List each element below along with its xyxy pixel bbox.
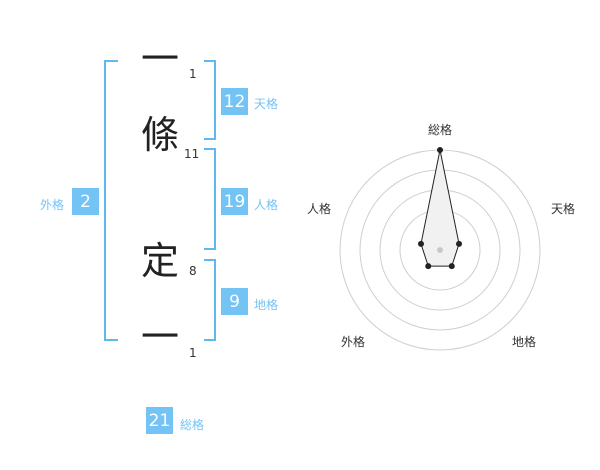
jinkaku-bracket	[204, 148, 216, 250]
chikaku-bracket	[204, 259, 216, 341]
radar-points	[417, 147, 463, 270]
name-char-2: 條	[141, 113, 180, 157]
radar-polygon	[420, 149, 460, 267]
radar-point-3	[448, 263, 455, 270]
soukaku-label: 総格	[180, 418, 205, 432]
chikaku-value: 9	[221, 288, 248, 315]
tenkaku-label: 天格	[254, 97, 279, 111]
name-char-3: 定	[141, 239, 180, 283]
gaikaku-value: 2	[72, 188, 99, 215]
soukaku-value: 21	[146, 407, 173, 434]
name-char-2-strokes: 11	[184, 147, 200, 161]
radar-label-tenkaku: 天格	[551, 201, 575, 216]
jinkaku-label: 人格	[254, 198, 279, 212]
radar-point-5	[417, 240, 424, 247]
radar-label-soukaku: 総格	[428, 122, 452, 137]
name-char-1: 一	[141, 37, 180, 81]
name-char-1-strokes: 1	[189, 67, 197, 81]
radar-center-dot	[437, 247, 443, 253]
radar-label-chikaku: 地格	[512, 334, 536, 349]
chikaku-label: 地格	[254, 298, 279, 312]
radar-point-1	[437, 147, 443, 153]
tenkaku-bracket	[204, 60, 216, 140]
name-char-4-strokes: 1	[189, 346, 197, 360]
name-char-4: 一	[141, 315, 180, 359]
radar-point-4	[425, 263, 432, 270]
gaikaku-bracket	[104, 60, 118, 341]
radar-label-jinkaku: 人格	[307, 201, 331, 216]
name-char-3-strokes: 8	[189, 264, 197, 278]
radar-label-gaikaku: 外格	[341, 334, 365, 349]
jinkaku-value: 19	[221, 188, 248, 215]
radar-point-2	[456, 240, 463, 247]
gaikaku-label: 外格	[40, 198, 65, 212]
tenkaku-value: 12	[221, 88, 248, 115]
